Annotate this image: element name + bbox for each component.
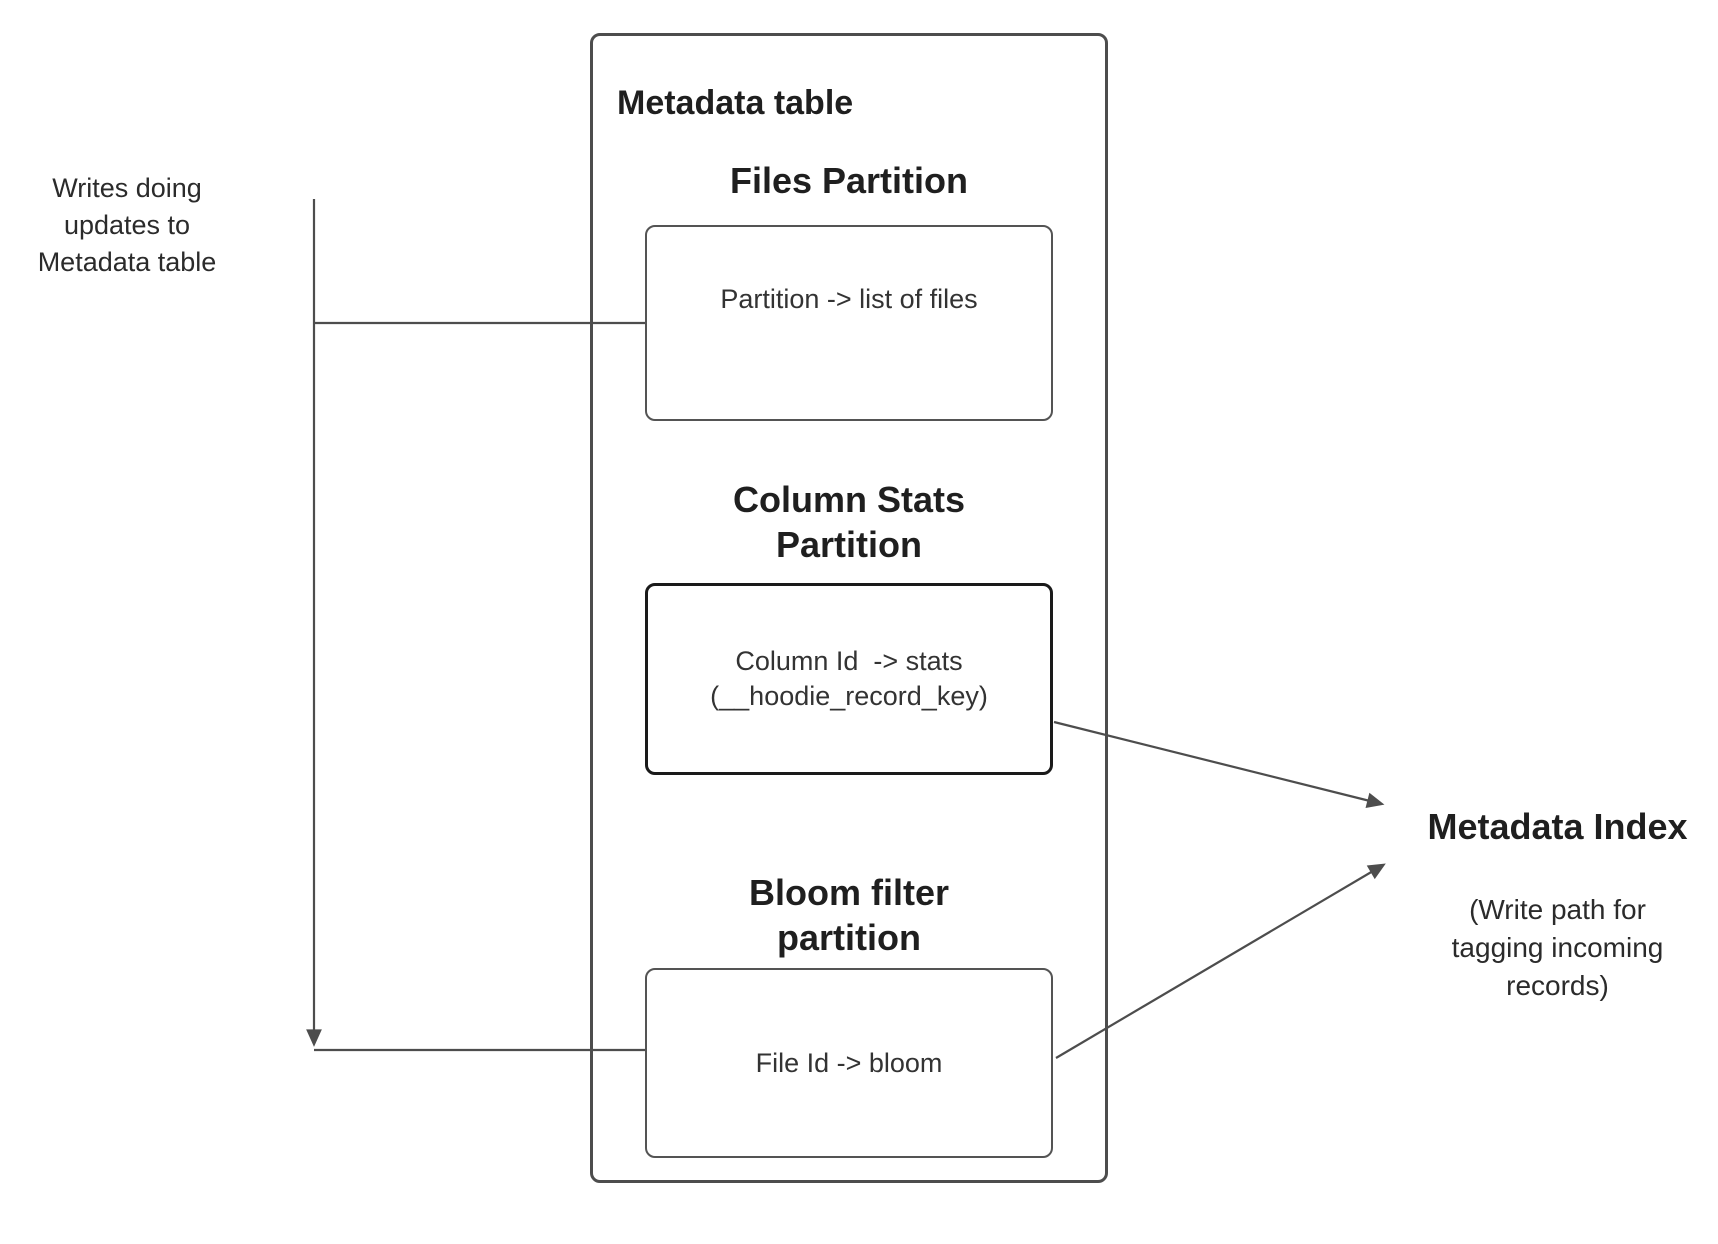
bloom-to-index-arrow — [1055, 863, 1386, 1059]
bloom-filter-partition-box: File Id -> bloom — [645, 968, 1053, 1158]
files-partition-box: Partition -> list of files — [645, 225, 1053, 421]
column-stats-partition-heading: Column Stats Partition — [732, 479, 965, 565]
bloom-filter-box-text: File Id -> bloom — [755, 1047, 943, 1078]
metadata-index-title: Metadata Index — [1427, 806, 1688, 847]
writes-note: Writes doing updates to Metadata table — [37, 173, 217, 277]
files-partition-box-text: Partition -> list of files — [720, 283, 978, 314]
metadata-table-title: Metadata table — [617, 84, 854, 122]
metadata-table-box: Metadata table — [590, 33, 1108, 1183]
column-stats-box-text: Column Id -> stats (__hoodie_record_key) — [710, 646, 988, 711]
column-stats-partition-box: Column Id -> stats (__hoodie_record_key) — [645, 583, 1053, 775]
metadata-index-subtitle: (Write path for tagging incoming records… — [1451, 894, 1664, 1001]
files-partition-heading: Files Partition — [729, 160, 969, 201]
bloom-filter-partition-heading: Bloom filter partition — [748, 872, 949, 958]
